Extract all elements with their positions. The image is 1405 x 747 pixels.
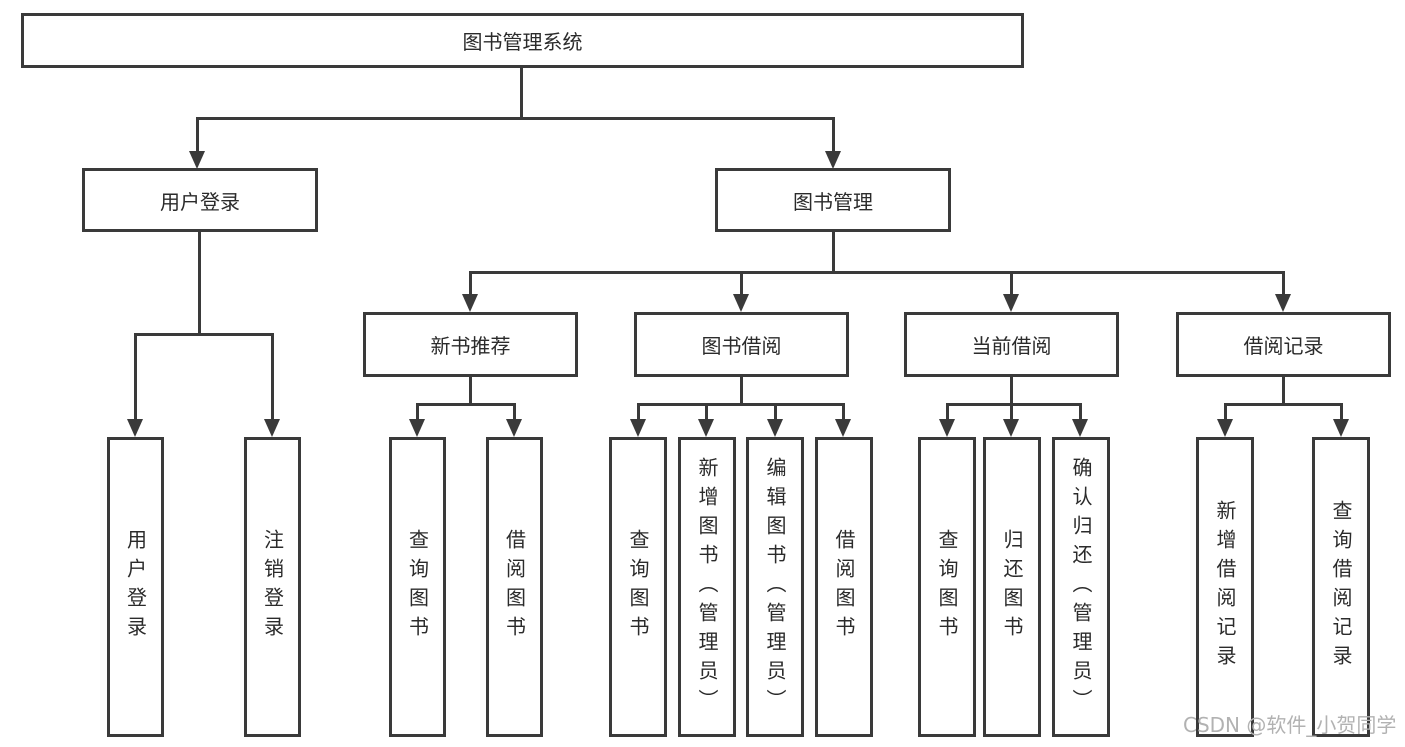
connector-br-add-drop [1224, 403, 1227, 420]
node-br-query-record: 查询借阅记录 [1312, 437, 1370, 737]
arrowhead-br-query [1333, 419, 1349, 437]
node-br-query-record-label: 查询借阅记录 [1329, 500, 1353, 674]
node-user-login: 用户登录 [82, 168, 318, 232]
node-cb-query-books: 查询图书 [918, 437, 976, 737]
connector-record-drop [1282, 271, 1285, 296]
node-book-borrow: 图书借阅 [634, 312, 849, 377]
arrowhead-nb-borrow [506, 419, 522, 437]
node-cb-confirm-return-label: 确认归还（管理员） [1069, 456, 1093, 718]
node-logout-leaf-label: 注销登录 [260, 529, 285, 645]
node-book-management: 图书管理 [715, 168, 951, 232]
arrowhead-bb-add [698, 419, 714, 437]
arrowhead-logout [264, 419, 280, 437]
node-bb-query-books-label: 查询图书 [626, 529, 650, 645]
connector-user-login-drop [196, 117, 199, 153]
node-cb-return-books-label: 归还图书 [1000, 529, 1024, 645]
connector-logout-drop [271, 333, 274, 420]
connector-book-mgmt-drop [832, 117, 835, 153]
node-nb-query-books: 查询图书 [389, 437, 446, 737]
connector-borrow-record-stem [1282, 377, 1285, 406]
connector-bb-edit-drop [774, 403, 777, 420]
connector-current-borrow-stem [1010, 377, 1013, 406]
connector-new-book-drop [469, 271, 472, 296]
arrowhead-nb-query [409, 419, 425, 437]
node-root-label: 图书管理系统 [462, 30, 583, 54]
node-cb-return-books: 归还图书 [983, 437, 1041, 737]
connector-book-mgmt-stem [832, 232, 835, 274]
connector-root-stem [520, 66, 523, 119]
arrowhead-bb-borrow [835, 419, 851, 437]
node-bb-edit-books-label: 编辑图书（管理员） [763, 456, 787, 718]
node-new-book-recommend-label: 新书推荐 [430, 334, 511, 358]
node-cb-query-books-label: 查询图书 [935, 529, 959, 645]
connector-bb-borrow-drop [842, 403, 845, 420]
arrowhead-cb-return [1003, 419, 1019, 437]
node-current-borrow: 当前借阅 [904, 312, 1119, 377]
node-nb-borrow-books: 借阅图书 [486, 437, 543, 737]
node-login-leaf: 用户登录 [107, 437, 164, 737]
connector-cb-return-drop [1010, 403, 1013, 420]
connector-br-query-drop [1340, 403, 1343, 420]
connector-book-mgmt-split [469, 271, 1284, 274]
connector-cb-query-drop [946, 403, 949, 420]
connector-cb-confirm-drop [1079, 403, 1082, 420]
node-bb-add-books-label: 新增图书（管理员） [695, 456, 719, 718]
node-login-leaf-label: 用户登录 [123, 529, 148, 645]
connector-borrow-record-split [1224, 403, 1342, 406]
node-logout-leaf: 注销登录 [244, 437, 301, 737]
node-book-borrow-label: 图书借阅 [701, 334, 782, 358]
node-root: 图书管理系统 [21, 13, 1024, 68]
node-borrow-record: 借阅记录 [1176, 312, 1391, 377]
node-new-book-recommend: 新书推荐 [363, 312, 578, 377]
arrowhead-bb-query [630, 419, 646, 437]
node-bb-borrow-books: 借阅图书 [815, 437, 873, 737]
connector-current-drop [1010, 271, 1013, 296]
node-bb-query-books: 查询图书 [609, 437, 667, 737]
node-current-borrow-label: 当前借阅 [971, 334, 1052, 358]
connector-login-drop [134, 333, 137, 420]
node-bb-borrow-books-label: 借阅图书 [832, 529, 856, 645]
arrowhead-br-add [1217, 419, 1233, 437]
arrowhead-book-mgmt [825, 151, 841, 169]
node-user-login-label: 用户登录 [160, 189, 240, 214]
arrowhead-current [1003, 294, 1019, 312]
arrowhead-record [1275, 294, 1291, 312]
connector-root-split [196, 117, 835, 120]
connector-bb-add-drop [705, 403, 708, 420]
connector-book-borrow-split [637, 403, 845, 406]
connector-user-login-stem [198, 232, 201, 336]
connector-book-borrow-stem [740, 377, 743, 406]
arrowhead-login [127, 419, 143, 437]
arrowhead-user-login [189, 151, 205, 169]
arrowhead-cb-confirm [1072, 419, 1088, 437]
node-book-management-label: 图书管理 [793, 189, 873, 214]
node-br-add-record-label: 新增借阅记录 [1213, 500, 1237, 674]
node-cb-confirm-return: 确认归还（管理员） [1052, 437, 1110, 737]
connector-nb-borrow-drop [513, 403, 516, 420]
connector-bb-query-drop [637, 403, 640, 420]
csdn-watermark: CSDN @软件_小贺同学 [1183, 713, 1397, 737]
arrowhead-borrow [733, 294, 749, 312]
connector-new-book-stem [469, 377, 472, 406]
node-borrow-record-label: 借阅记录 [1243, 334, 1324, 358]
connector-user-login-split [134, 333, 274, 336]
connector-new-book-split [416, 403, 516, 406]
arrowhead-cb-query [939, 419, 955, 437]
node-nb-borrow-books-label: 借阅图书 [502, 529, 527, 645]
node-bb-add-books: 新增图书（管理员） [678, 437, 736, 737]
arrowhead-new-book [462, 294, 478, 312]
connector-nb-query-drop [416, 403, 419, 420]
connector-borrow-drop [740, 271, 743, 296]
arrowhead-bb-edit [767, 419, 783, 437]
connector-current-borrow-split [946, 403, 1082, 406]
node-br-add-record: 新增借阅记录 [1196, 437, 1254, 737]
node-bb-edit-books: 编辑图书（管理员） [746, 437, 804, 737]
node-nb-query-books-label: 查询图书 [405, 529, 430, 645]
